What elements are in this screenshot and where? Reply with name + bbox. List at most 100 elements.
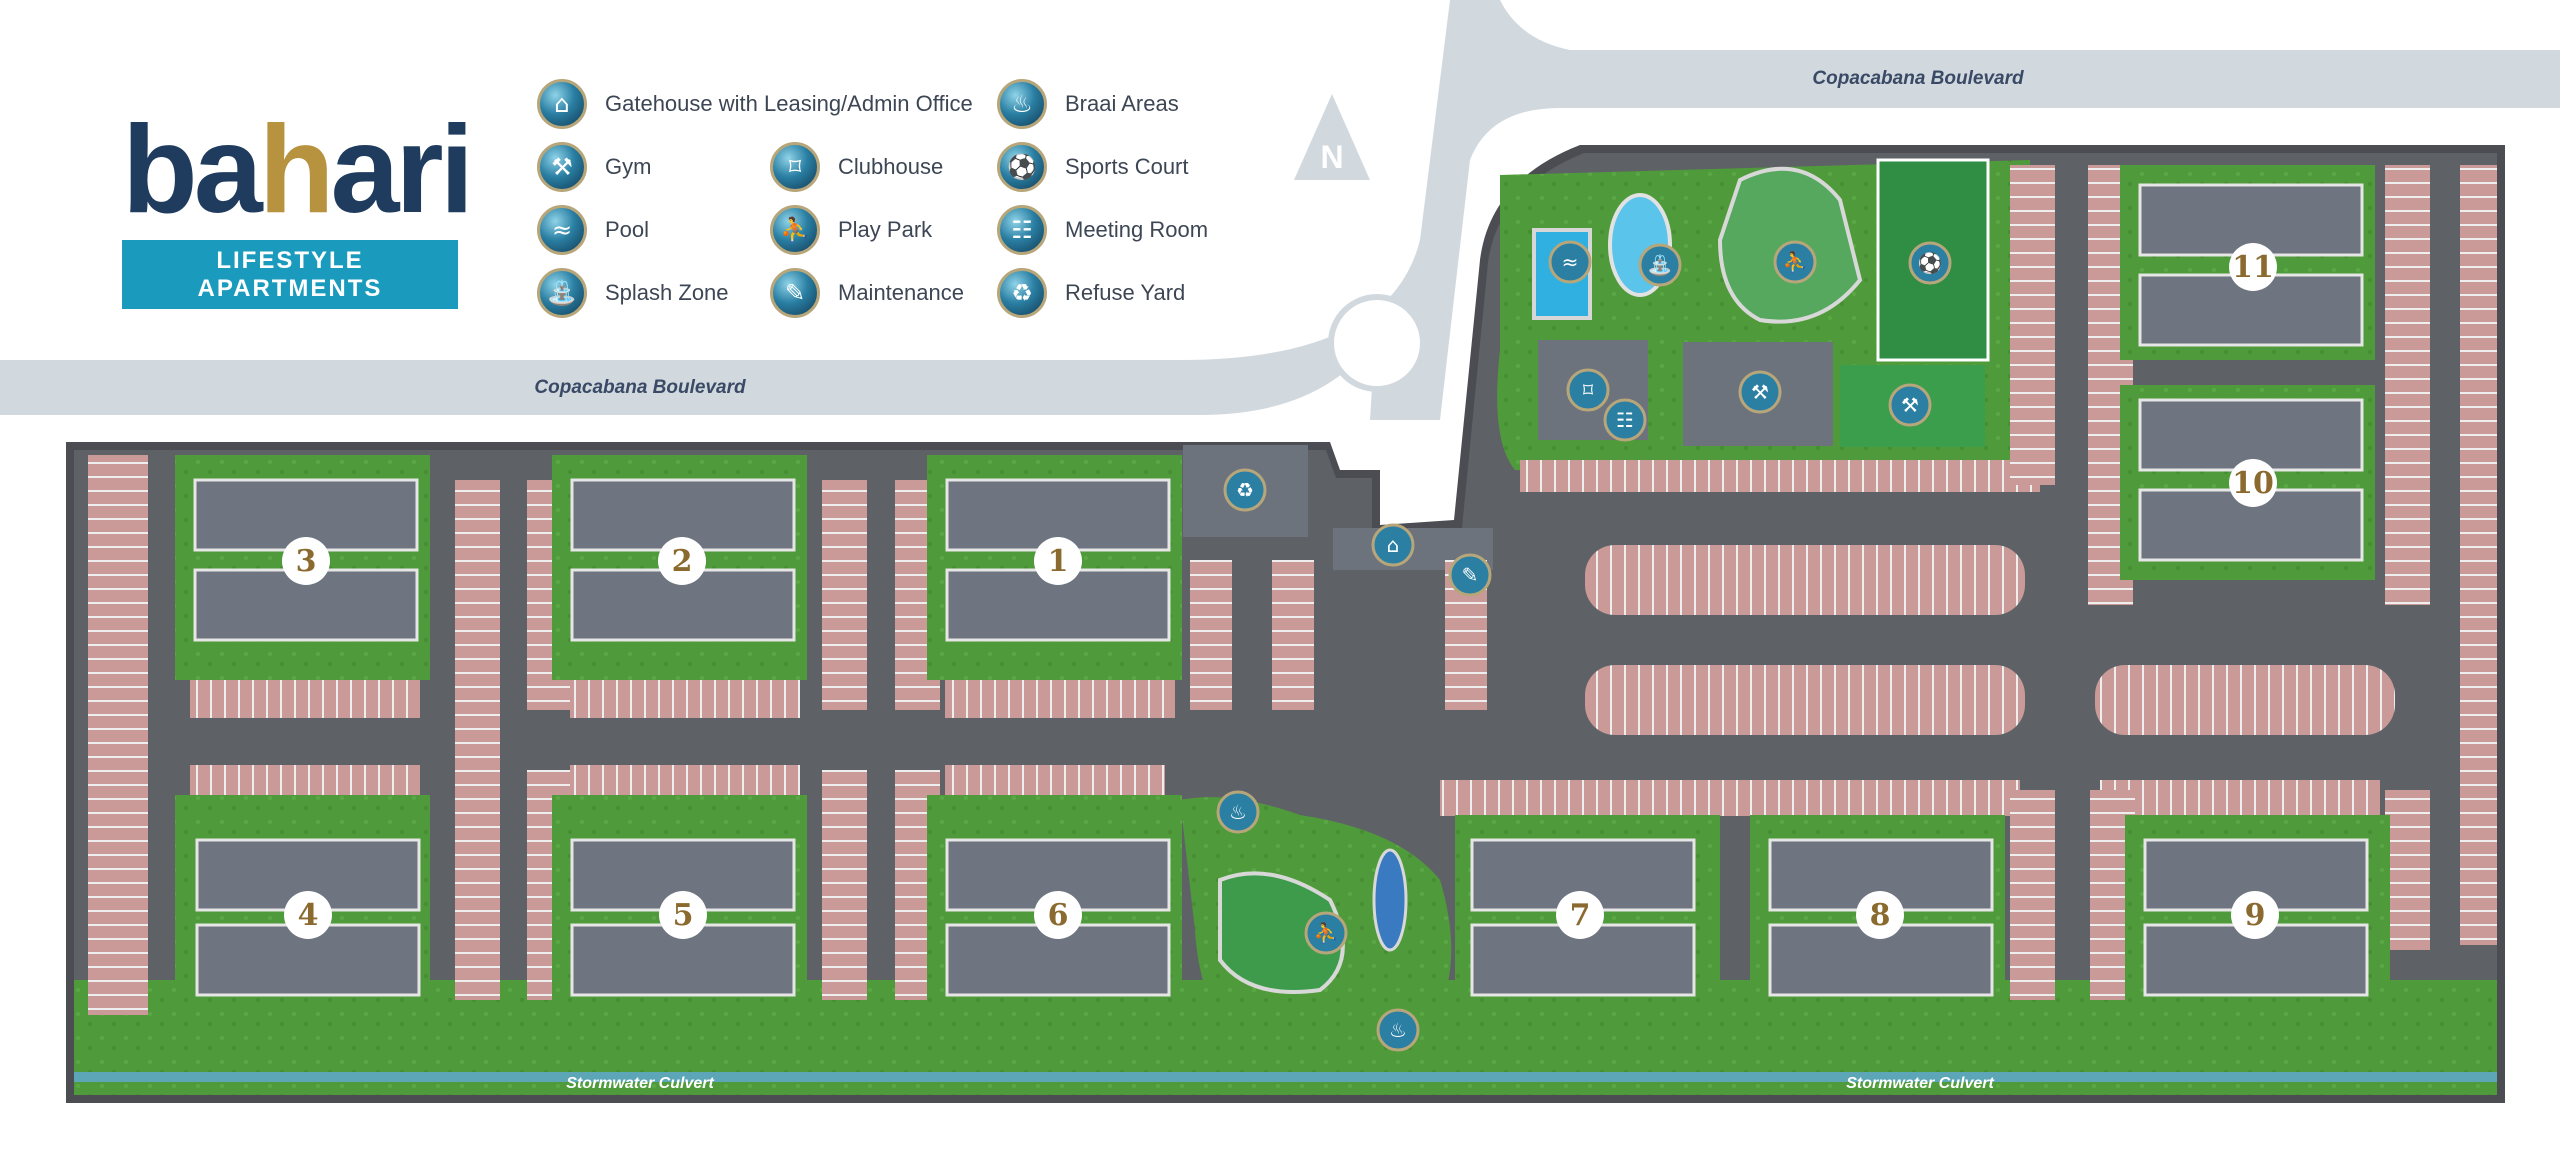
meeting-room-icon: ☷	[997, 205, 1047, 255]
sports-court-icon: ⚽	[997, 142, 1047, 192]
parking-bay	[2460, 165, 2497, 945]
splash-zone-icon: ⛲	[1648, 253, 1673, 277]
block-number-5: 5	[673, 898, 694, 933]
block-number-7: 7	[1570, 898, 1591, 933]
parking-bay	[2385, 790, 2430, 950]
parking-bay	[945, 680, 1175, 718]
amenity-area	[1497, 158, 2030, 470]
pool-icon: ≈	[1562, 250, 1579, 274]
map-marker-maintenance: ✎	[1448, 553, 1492, 597]
parking-island	[1585, 665, 2025, 735]
logo-tagline: LIFESTYLE APARTMENTS	[122, 240, 458, 309]
splash-zone-icon: ⛲	[537, 268, 587, 318]
apartment-block-2	[552, 455, 807, 680]
culvert-label-left: Stormwater Culvert	[566, 1075, 714, 1092]
map-marker-refuse-yard: ♻	[1223, 468, 1267, 512]
block-number-9: 9	[2245, 898, 2266, 933]
parking-bay	[1520, 460, 2040, 492]
legend-item-splash-zone: ⛲ Splash Zone	[537, 266, 729, 320]
clubhouse-icon: ⌑	[1583, 378, 1594, 402]
parking-bay	[190, 680, 420, 718]
parking-bay	[2385, 165, 2430, 605]
block-marker-11	[2229, 243, 2277, 291]
block-number-6: 6	[1048, 898, 1069, 933]
stormwater-culvert	[74, 1072, 2497, 1082]
north-label: N	[1320, 139, 1343, 175]
roundabout-ring	[1328, 294, 1426, 392]
block-marker-4	[284, 891, 332, 939]
block-marker-8	[1856, 891, 1904, 939]
legend-item-maintenance: ✎ Maintenance	[770, 266, 964, 320]
pool-icon: ≈	[537, 205, 587, 255]
legend-item-refuse-yard: ♻ Refuse Yard	[997, 266, 1185, 320]
block-number-markers: 3 2 1 4 5 6 7 8 9 10 11	[282, 243, 2279, 939]
gatehouse-icon: ⌂	[1387, 533, 1400, 557]
parking-bay	[2010, 790, 2055, 1000]
gym-icon: ⚒	[1901, 393, 1919, 417]
parking-bay	[822, 770, 867, 1000]
culvert-label-right: Stormwater Culvert	[1846, 1075, 1994, 1092]
braai-icon: ♨	[997, 79, 1047, 129]
copacabana-boulevard	[0, 0, 2560, 420]
block-marker-1	[1034, 537, 1082, 585]
legend-item-braai: ♨ Braai Areas	[997, 77, 1179, 131]
block-marker-2	[658, 537, 706, 585]
legend-label: Gatehouse with Leasing/Admin Office	[605, 91, 973, 116]
map-marker-braai-2: ♨	[1376, 1008, 1420, 1052]
clubhouse-icon: ⌑	[770, 142, 820, 192]
gym-icon: ⚒	[1751, 380, 1769, 404]
map-marker-play-park-top: ⛹	[1773, 240, 1817, 284]
legend-item-meeting-room: ☷ Meeting Room	[997, 203, 1208, 257]
map-marker-meeting-room: ☷	[1603, 398, 1647, 442]
legend-label: Sports Court	[1065, 154, 1189, 179]
parking-bay	[2010, 165, 2055, 485]
road-label-left: Copacabana Boulevard	[534, 377, 746, 398]
parking-bay	[570, 680, 800, 718]
maintenance-icon: ✎	[1462, 563, 1479, 587]
parking-island	[2095, 665, 2395, 735]
parking-bay	[1440, 780, 2020, 816]
block-marker-5	[659, 891, 707, 939]
braai-icon: ♨	[1229, 800, 1247, 824]
map-marker-gatehouse: ⌂	[1371, 523, 1415, 567]
map-marker-gym: ⚒	[1738, 370, 1782, 414]
map-amenity-markers: ≈ ⛲ ⛹ ⚽ ⌑ ☷ ⚒ ⚒ ♻ ⌂ ✎ ♨ ⛹ ♨	[1216, 240, 1952, 1052]
play-park-icon: ⛹	[1314, 921, 1339, 945]
map-marker-sports-court: ⚽	[1908, 241, 1952, 285]
map-marker-play-park-central: ⛹	[1304, 911, 1348, 955]
play-park-icon: ⛹	[1783, 250, 1808, 274]
legend-label: Clubhouse	[838, 154, 944, 179]
parking-bay	[455, 480, 500, 1000]
parking-bay	[1272, 560, 1314, 710]
public-roads: Copacabana Boulevard Copacabana Boulevar…	[0, 0, 2560, 510]
maintenance-icon: ✎	[770, 268, 820, 318]
parking-bay	[1190, 560, 1232, 710]
block-number-8: 8	[1870, 898, 1891, 933]
legend-label: Braai Areas	[1065, 91, 1179, 116]
gym-icon: ⚒	[537, 142, 587, 192]
map-marker-pool: ≈	[1548, 240, 1592, 284]
sports-court-icon: ⚽	[1917, 251, 1943, 275]
legend-label: Gym	[605, 154, 652, 179]
parking-bay	[2100, 780, 2380, 816]
legend-label: Maintenance	[838, 280, 964, 305]
north-arrow: N	[1292, 92, 1372, 192]
legend-label: Play Park	[838, 217, 933, 242]
block-number-2: 2	[672, 544, 693, 579]
braai-icon: ♨	[1389, 1018, 1407, 1042]
road-label-top: Copacabana Boulevard	[1812, 68, 2024, 89]
block-marker-9	[2231, 891, 2279, 939]
legend-item-gatehouse: ⌂ Gatehouse with Leasing/Admin Office	[537, 77, 973, 131]
legend-item-pool: ≈ Pool	[537, 203, 649, 257]
logo-part-h: h	[258, 101, 335, 239]
play-park-icon: ⛹	[770, 205, 820, 255]
north-arrow-icon: N	[1294, 94, 1370, 180]
legend-label: Meeting Room	[1065, 217, 1209, 242]
parking-island	[1585, 545, 2025, 615]
block-number-11: 11	[2232, 250, 2274, 285]
parking-bay	[822, 480, 867, 710]
block-marker-6	[1034, 891, 1082, 939]
